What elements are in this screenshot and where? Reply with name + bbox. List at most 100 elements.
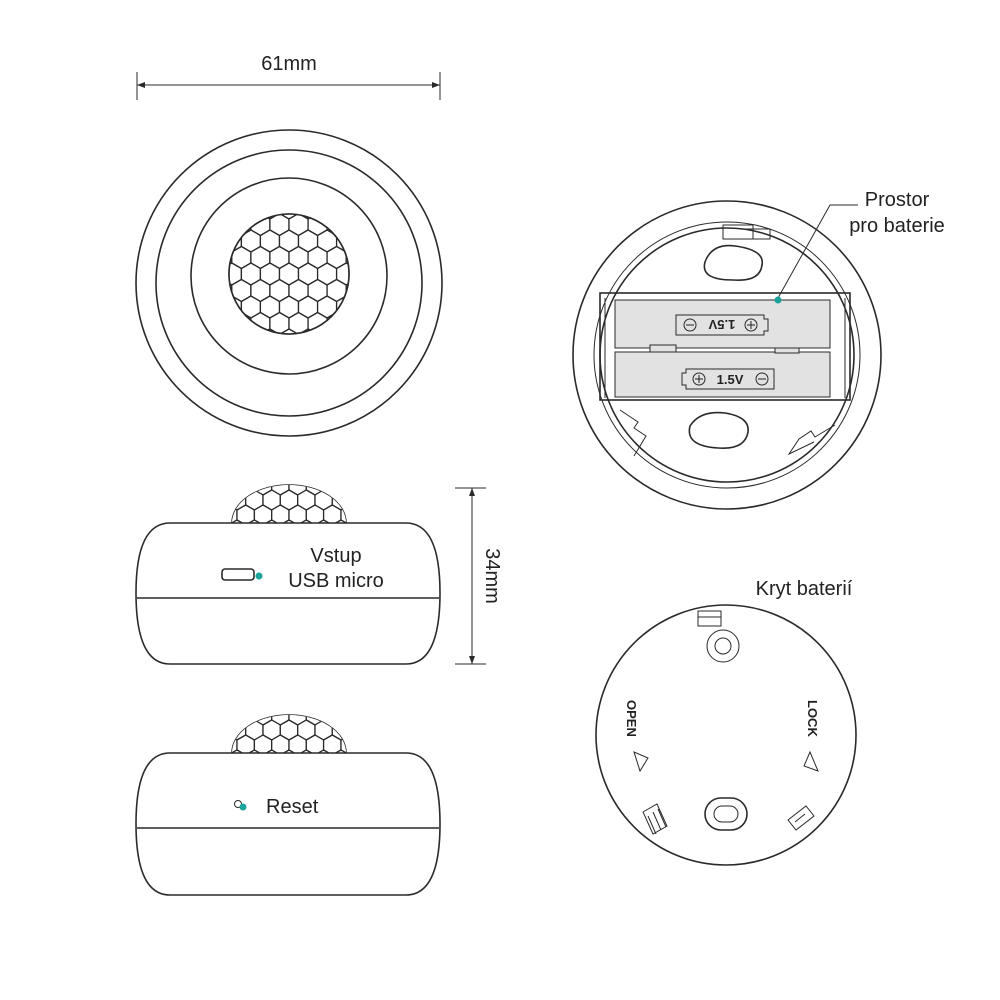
lens-cell bbox=[229, 214, 243, 220]
lens-cell bbox=[340, 715, 346, 726]
lens-cell bbox=[345, 214, 349, 237]
lens-cell bbox=[229, 214, 233, 237]
lens-cell bbox=[279, 749, 299, 753]
lens-cell bbox=[280, 460, 297, 480]
lens-cell bbox=[229, 328, 243, 334]
lens-cell bbox=[237, 765, 254, 785]
lens-cell bbox=[246, 690, 263, 710]
lens-cell bbox=[306, 445, 323, 465]
lens-cell bbox=[236, 485, 256, 496]
lens-cell bbox=[331, 749, 346, 753]
lens-cell bbox=[245, 749, 264, 753]
lens-cell bbox=[297, 519, 316, 523]
battery-label-bottom: 1.5V bbox=[681, 368, 775, 390]
side-view-usb: Vstup USB micro bbox=[135, 445, 441, 665]
lens-cell bbox=[289, 675, 306, 695]
battery-compartment-view: 1.5V 1.5V Prostor pro baterie bbox=[572, 189, 945, 510]
lock-label: LOCK bbox=[805, 700, 820, 737]
lens-cell bbox=[272, 675, 289, 695]
lens-cell bbox=[220, 765, 237, 785]
lens-cell bbox=[254, 675, 271, 695]
lens-cell bbox=[237, 445, 254, 465]
top-view bbox=[135, 129, 443, 437]
usb-label-line2: USB micro bbox=[288, 570, 384, 592]
lens-cell bbox=[240, 214, 262, 220]
lens-cell bbox=[254, 445, 271, 465]
callout-dot bbox=[774, 296, 782, 304]
reset-button-dot bbox=[239, 803, 247, 811]
svg-text:1.5V: 1.5V bbox=[717, 372, 744, 387]
lens-cell bbox=[297, 749, 316, 753]
cover-title: Kryt baterií bbox=[756, 578, 853, 600]
lens-cell bbox=[335, 214, 349, 220]
lens-cell bbox=[232, 749, 247, 753]
lens-cell bbox=[306, 765, 323, 785]
lens-cell bbox=[211, 490, 228, 510]
lens-cell bbox=[316, 328, 338, 334]
lens-cell bbox=[324, 765, 341, 785]
lock-arrow-icon bbox=[803, 750, 819, 772]
lens-cell bbox=[315, 460, 332, 480]
lens-cell bbox=[298, 690, 315, 710]
lens-cell bbox=[350, 690, 367, 710]
battery-label-top: 1.5V bbox=[675, 314, 769, 336]
width-label: 61mm bbox=[261, 53, 317, 75]
lens-cell bbox=[331, 519, 346, 523]
lens-cell bbox=[340, 485, 346, 496]
lens-cell bbox=[341, 445, 358, 465]
lens-cell bbox=[324, 445, 341, 465]
lens-cell bbox=[289, 535, 306, 555]
usb-label-line1: Vstup bbox=[310, 545, 361, 567]
width-dimension: 61mm bbox=[136, 53, 441, 100]
lens-cell bbox=[324, 675, 341, 695]
lens-cell bbox=[335, 328, 349, 334]
lens-cell bbox=[211, 720, 228, 740]
lens-cell bbox=[306, 675, 323, 695]
height-label: 34mm bbox=[481, 548, 503, 604]
lens-cell bbox=[289, 765, 306, 785]
lens-cell bbox=[263, 690, 280, 710]
lens-cell bbox=[272, 535, 289, 555]
lens-cell bbox=[350, 460, 367, 480]
lens-cell bbox=[211, 690, 228, 710]
lens-cell bbox=[231, 311, 252, 334]
lens-cell bbox=[240, 328, 262, 334]
lens-cell bbox=[246, 460, 263, 480]
side-view-reset: Reset bbox=[135, 675, 441, 896]
lens-cell bbox=[262, 519, 281, 523]
battery-callout-line2: pro baterie bbox=[849, 215, 945, 237]
lens-cell bbox=[322, 715, 342, 726]
lens-cell bbox=[341, 675, 358, 695]
lens-cell bbox=[315, 690, 332, 710]
lens-cell bbox=[228, 460, 245, 480]
lens-cell bbox=[220, 445, 237, 465]
lens-cell bbox=[326, 311, 347, 334]
lens-cell bbox=[332, 460, 349, 480]
lens-cell bbox=[322, 485, 342, 496]
lens-cell bbox=[232, 715, 238, 726]
usb-indicator-dot bbox=[255, 572, 263, 580]
battery-cover-view: Kryt baterií OPEN LOCK bbox=[595, 578, 857, 866]
lens-cell bbox=[345, 311, 349, 334]
lens-cell bbox=[314, 519, 333, 523]
lens-cell bbox=[237, 675, 254, 695]
lens-cell bbox=[229, 311, 233, 334]
lens-cell bbox=[297, 328, 319, 334]
lens-cell bbox=[280, 690, 297, 710]
lens-cell bbox=[232, 485, 238, 496]
fresnel-lens-pattern bbox=[229, 214, 349, 334]
lens-cell bbox=[314, 749, 333, 753]
lens-cell bbox=[298, 460, 315, 480]
lens-cell bbox=[316, 214, 338, 220]
lens-cell bbox=[254, 765, 271, 785]
lens-cell bbox=[236, 715, 256, 726]
usb-port-icon bbox=[221, 568, 255, 581]
lens-cell bbox=[237, 535, 254, 555]
lens-cell bbox=[220, 535, 237, 555]
lens-cell bbox=[262, 749, 281, 753]
lens-cell bbox=[211, 460, 228, 480]
lens-cell bbox=[350, 490, 367, 510]
lens-cell bbox=[279, 519, 299, 523]
open-label: OPEN bbox=[624, 700, 639, 737]
